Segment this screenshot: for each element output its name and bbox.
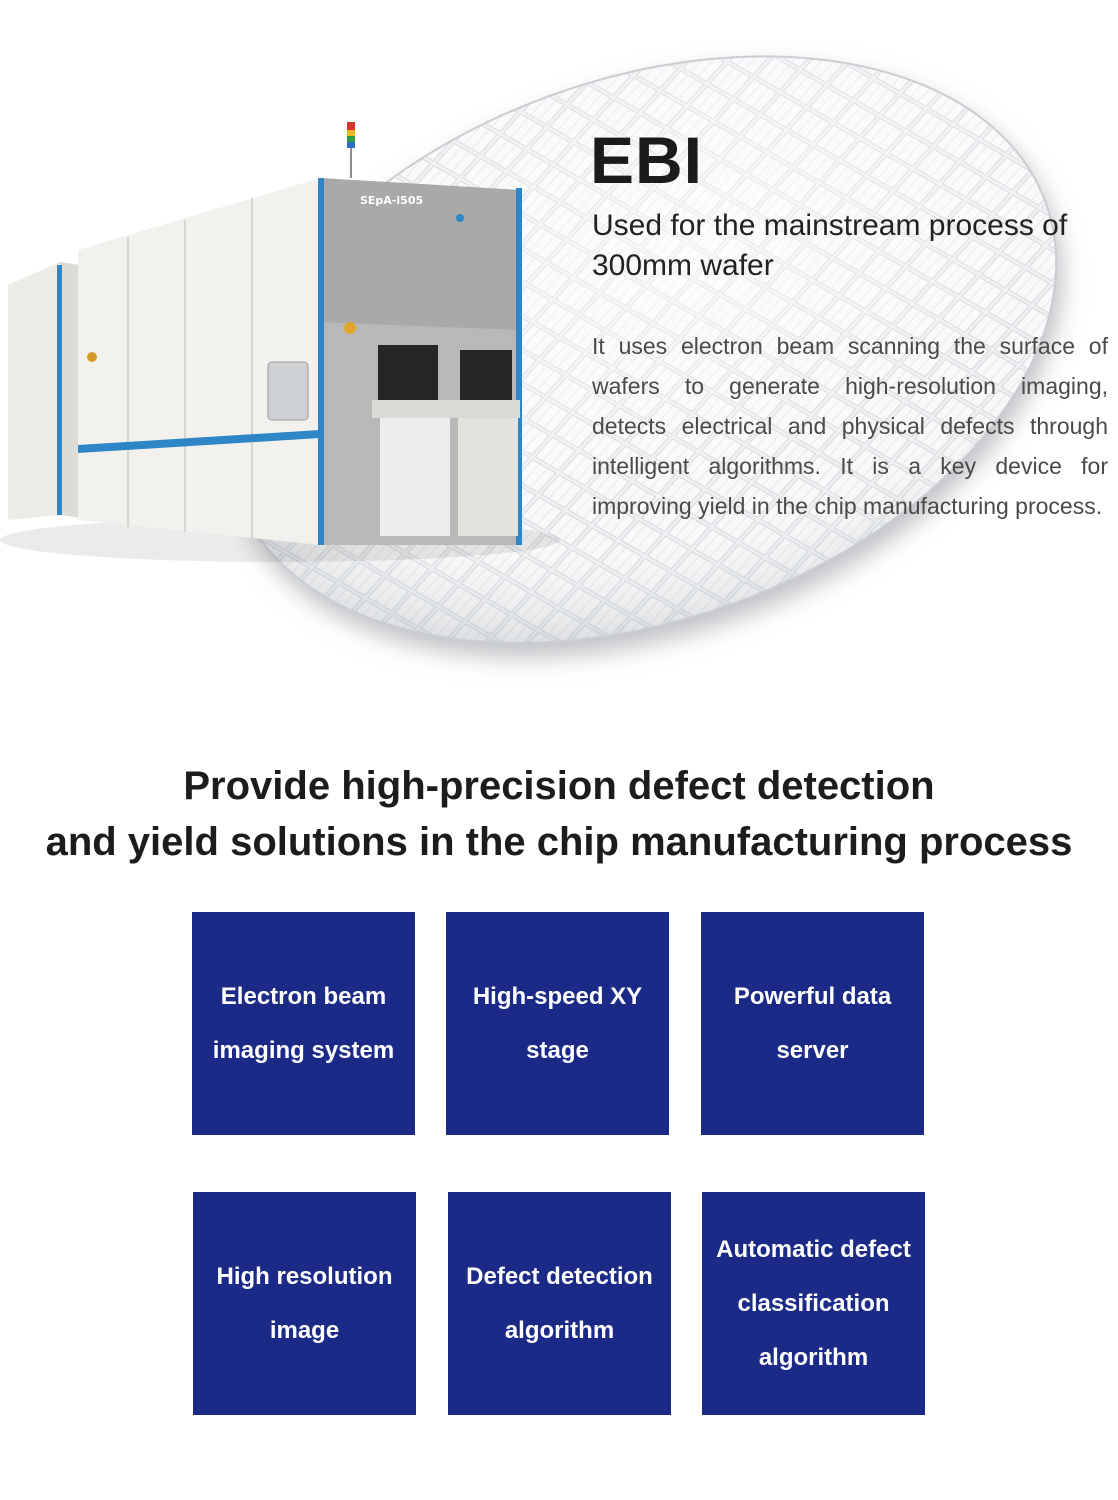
product-description: It uses electron beam scanning the surfa… <box>592 333 1108 519</box>
feature-tile-data-server: Powerful data server <box>701 912 924 1135</box>
feature-tile-label: High resolution image <box>216 1262 393 1344</box>
feature-tile-high-resolution: High resolution image <box>193 1192 416 1415</box>
product-title: EBI <box>590 123 704 197</box>
inspection-machine-image: SEpA-i505 <box>0 122 560 562</box>
feature-tile-label: Automatic defect classification algorith… <box>716 1235 911 1371</box>
feature-tile-label: High-speed XY stage <box>472 982 643 1064</box>
feature-tile-xy-stage: High-speed XY stage <box>446 912 669 1135</box>
section-heading: Provide high-precision defect detection … <box>0 758 1118 870</box>
product-subtitle: Used for the mainstream process of 300mm… <box>592 209 1068 282</box>
feature-tile-label: Powerful data server <box>733 982 892 1064</box>
feature-tile-electron-beam: Electron beam imaging system <box>192 912 415 1135</box>
feature-tile-label: Electron beam imaging system <box>212 982 395 1064</box>
section-heading-line-1: Provide high-precision defect detection <box>183 764 935 808</box>
machine-model-label: SEpA-i505 <box>360 194 423 207</box>
section-heading-line-2: and yield solutions in the chip manufact… <box>45 820 1073 864</box>
feature-tile-label: Defect detection algorithm <box>466 1262 653 1344</box>
feature-tile-defect-detection: Defect detection algorithm <box>448 1192 671 1415</box>
feature-tile-defect-classification: Automatic defect classification algorith… <box>702 1192 925 1415</box>
hero-section: SEpA-i505 EBI Used for the mainstream pr… <box>0 0 1118 700</box>
